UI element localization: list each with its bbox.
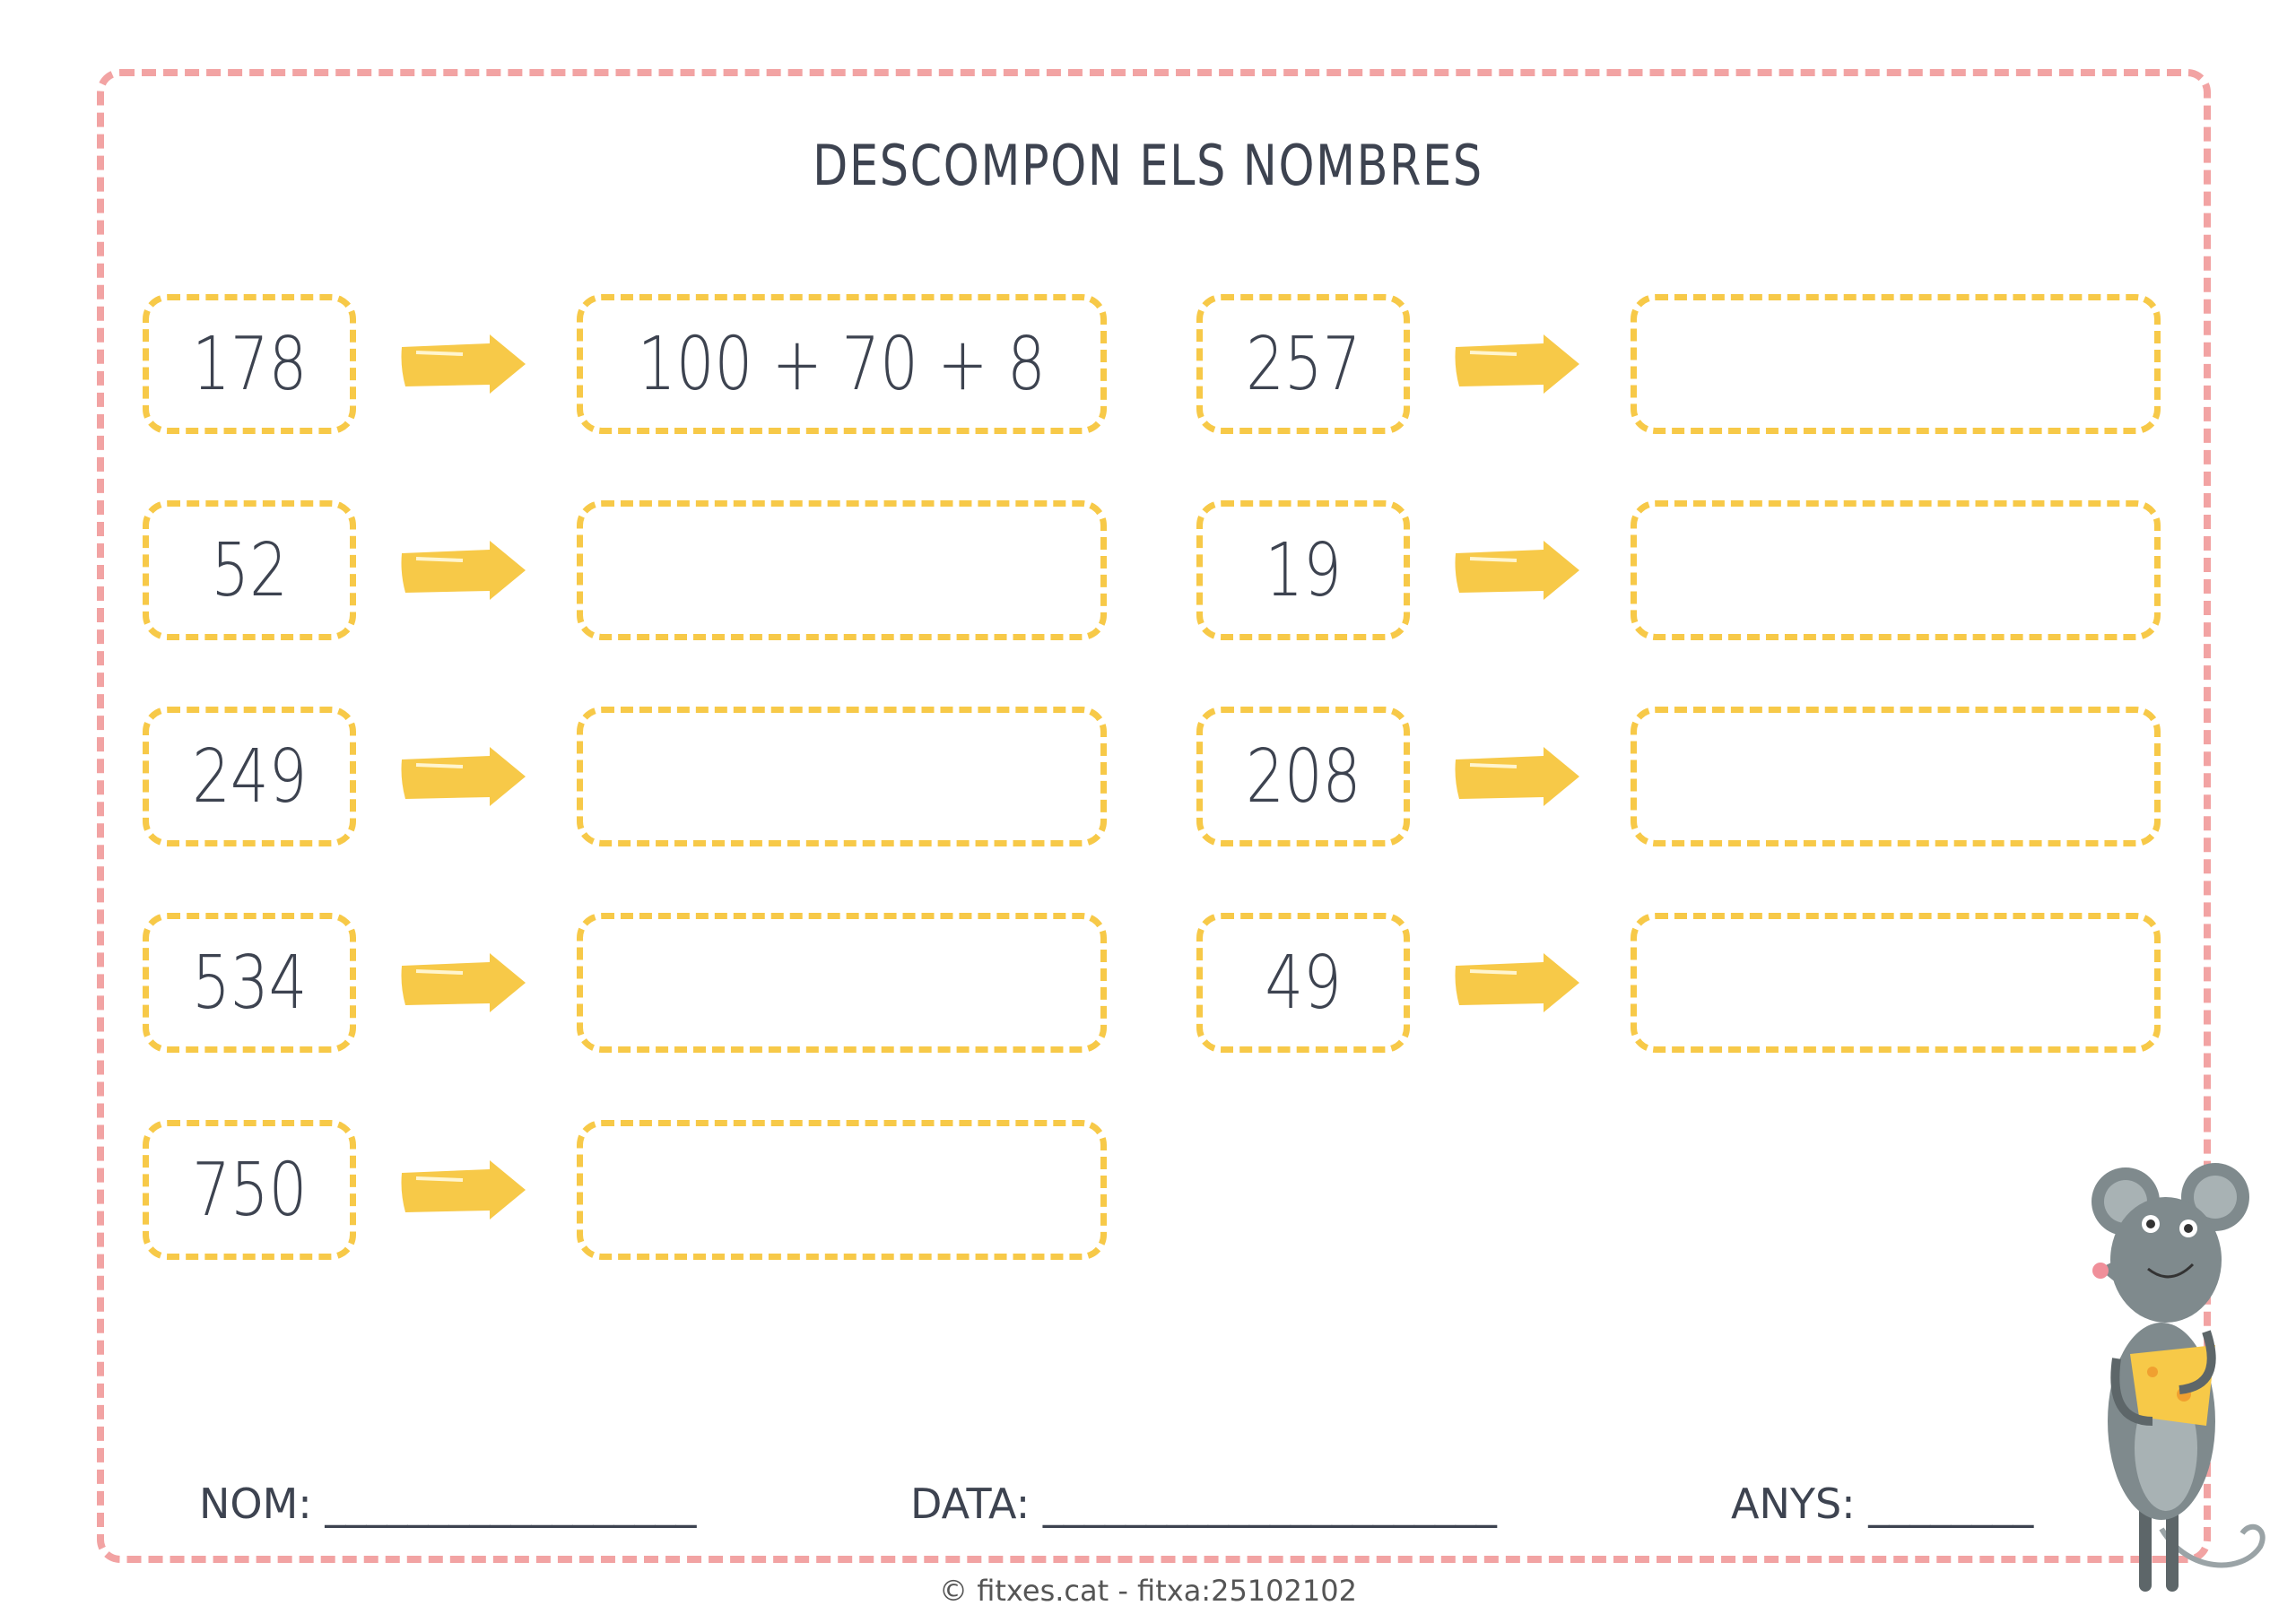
number-value: 750 — [191, 1147, 308, 1233]
number-value: 52 — [211, 527, 288, 613]
number-value: 249 — [191, 733, 308, 820]
mouse-illustration — [2092, 1163, 2266, 1592]
answer-box[interactable]: 100 + 70 + 8 — [577, 294, 1107, 434]
answer-box[interactable] — [1631, 913, 2161, 1053]
answer-value: 100 + 70 + 8 — [638, 321, 1046, 407]
arrow-right-icon — [1454, 541, 1579, 600]
name-field[interactable]: NOM: __________________ — [199, 1480, 697, 1528]
number-value: 534 — [191, 940, 308, 1026]
answer-box[interactable] — [577, 707, 1107, 846]
answer-box[interactable] — [577, 913, 1107, 1053]
answer-box[interactable] — [1631, 707, 2161, 846]
number-box: 750 — [143, 1120, 356, 1260]
number-value: 178 — [191, 321, 308, 407]
number-box: 208 — [1196, 707, 1410, 846]
arrow-right-icon — [400, 1160, 526, 1219]
number-box: 52 — [143, 500, 356, 640]
arrow-right-icon — [1454, 747, 1579, 806]
arrow-right-icon — [1454, 334, 1579, 394]
arrow-right-icon — [400, 334, 526, 394]
arrow-right-icon — [400, 541, 526, 600]
arrow-right-icon — [1454, 953, 1579, 1012]
page-title: DESCOMPON ELS NOMBRES — [813, 133, 1483, 198]
arrow-right-icon — [400, 747, 526, 806]
answer-box[interactable] — [1631, 500, 2161, 640]
number-box: 49 — [1196, 913, 1410, 1053]
number-box: 249 — [143, 707, 356, 846]
number-box: 534 — [143, 913, 356, 1053]
answer-box[interactable] — [577, 1120, 1107, 1260]
copyright: © fitxes.cat - fitxa:25102102 — [939, 1574, 1357, 1608]
number-box: 257 — [1196, 294, 1410, 434]
number-value: 208 — [1245, 733, 1361, 820]
number-box: 19 — [1196, 500, 1410, 640]
answer-box[interactable] — [577, 500, 1107, 640]
number-box: 178 — [143, 294, 356, 434]
page-border — [97, 69, 2211, 1563]
arrow-right-icon — [400, 953, 526, 1012]
age-field[interactable]: ANYS: ________ — [1731, 1480, 2034, 1528]
number-value: 49 — [1265, 940, 1342, 1026]
number-value: 19 — [1265, 527, 1342, 613]
date-field[interactable]: DATA: ______________________ — [910, 1480, 1497, 1528]
number-value: 257 — [1245, 321, 1361, 407]
answer-box[interactable] — [1631, 294, 2161, 434]
